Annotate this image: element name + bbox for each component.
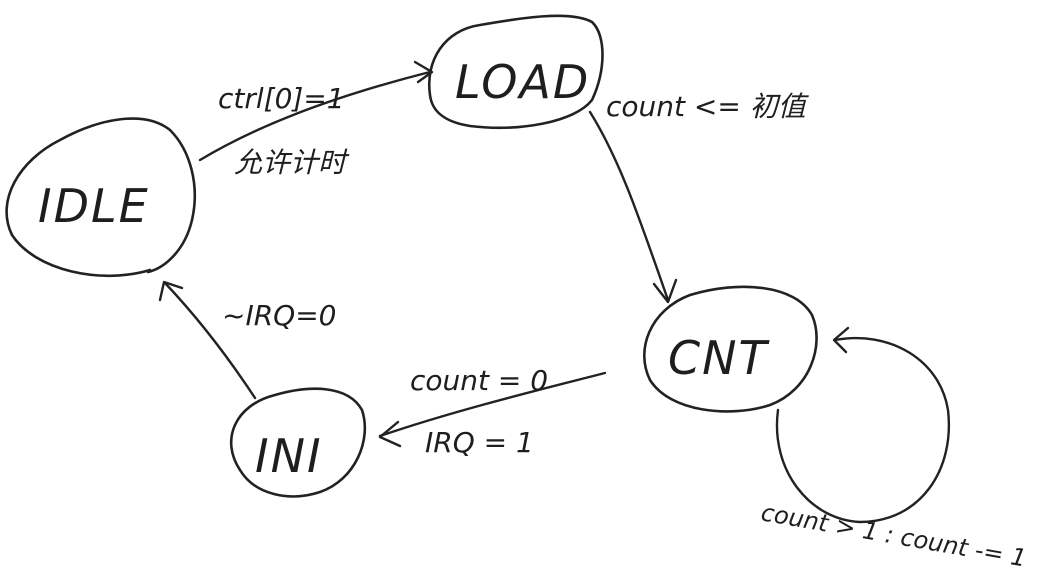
edge-idle-to-load-label-1: ctrl[0]=1 — [218, 82, 345, 115]
edge-cnt-to-int-line — [378, 371, 607, 438]
node-idle-label: IDLE — [38, 179, 150, 233]
edge-idle-to-load-arrowhead — [413, 60, 434, 84]
edge-int-to-idle-line — [163, 281, 257, 400]
edge-cnt-self-loop-line — [775, 336, 951, 524]
node-load: LOAD — [427, 14, 604, 129]
edge-cnt-self-loop: count > 1 : count -= 1 — [759, 326, 1028, 573]
edge-load-to-cnt-line — [588, 110, 670, 302]
node-load-outline — [427, 14, 604, 129]
node-idle: IDLE — [5, 117, 196, 278]
edge-int-to-idle: ~IRQ=0 — [158, 280, 337, 400]
edge-cnt-to-int-label-1: count = 0 — [410, 364, 548, 397]
node-int-outline — [229, 387, 367, 498]
edge-idle-to-load: ctrl[0]=1 允许计时 — [198, 60, 434, 179]
node-idle-outline — [5, 117, 196, 278]
edge-cnt-self-loop-arrowhead — [832, 326, 850, 354]
edge-int-to-idle-arrowhead — [158, 280, 184, 302]
node-int-label: INI — [255, 429, 323, 483]
edge-int-to-idle-label: ~IRQ=0 — [222, 299, 337, 332]
edge-cnt-to-int-label-2: IRQ = 1 — [425, 426, 534, 459]
edge-load-to-cnt: count <= 初值 — [588, 90, 810, 304]
edge-idle-to-load-line — [198, 70, 432, 162]
node-cnt: CNT — [643, 285, 818, 413]
node-cnt-label: CNT — [668, 331, 771, 385]
edge-cnt-self-loop-label: count > 1 : count -= 1 — [759, 498, 1028, 572]
edge-cnt-to-int: count = 0 IRQ = 1 — [378, 364, 607, 459]
edge-load-to-cnt-arrowhead — [652, 278, 678, 304]
edge-idle-to-load-label-2: 允许计时 — [234, 146, 350, 179]
node-int: INI — [229, 387, 367, 498]
node-cnt-outline — [643, 285, 818, 413]
edge-cnt-to-int-arrowhead — [378, 420, 402, 448]
edge-load-to-cnt-label: count <= 初值 — [606, 90, 810, 123]
node-load-label: LOAD — [455, 55, 590, 109]
